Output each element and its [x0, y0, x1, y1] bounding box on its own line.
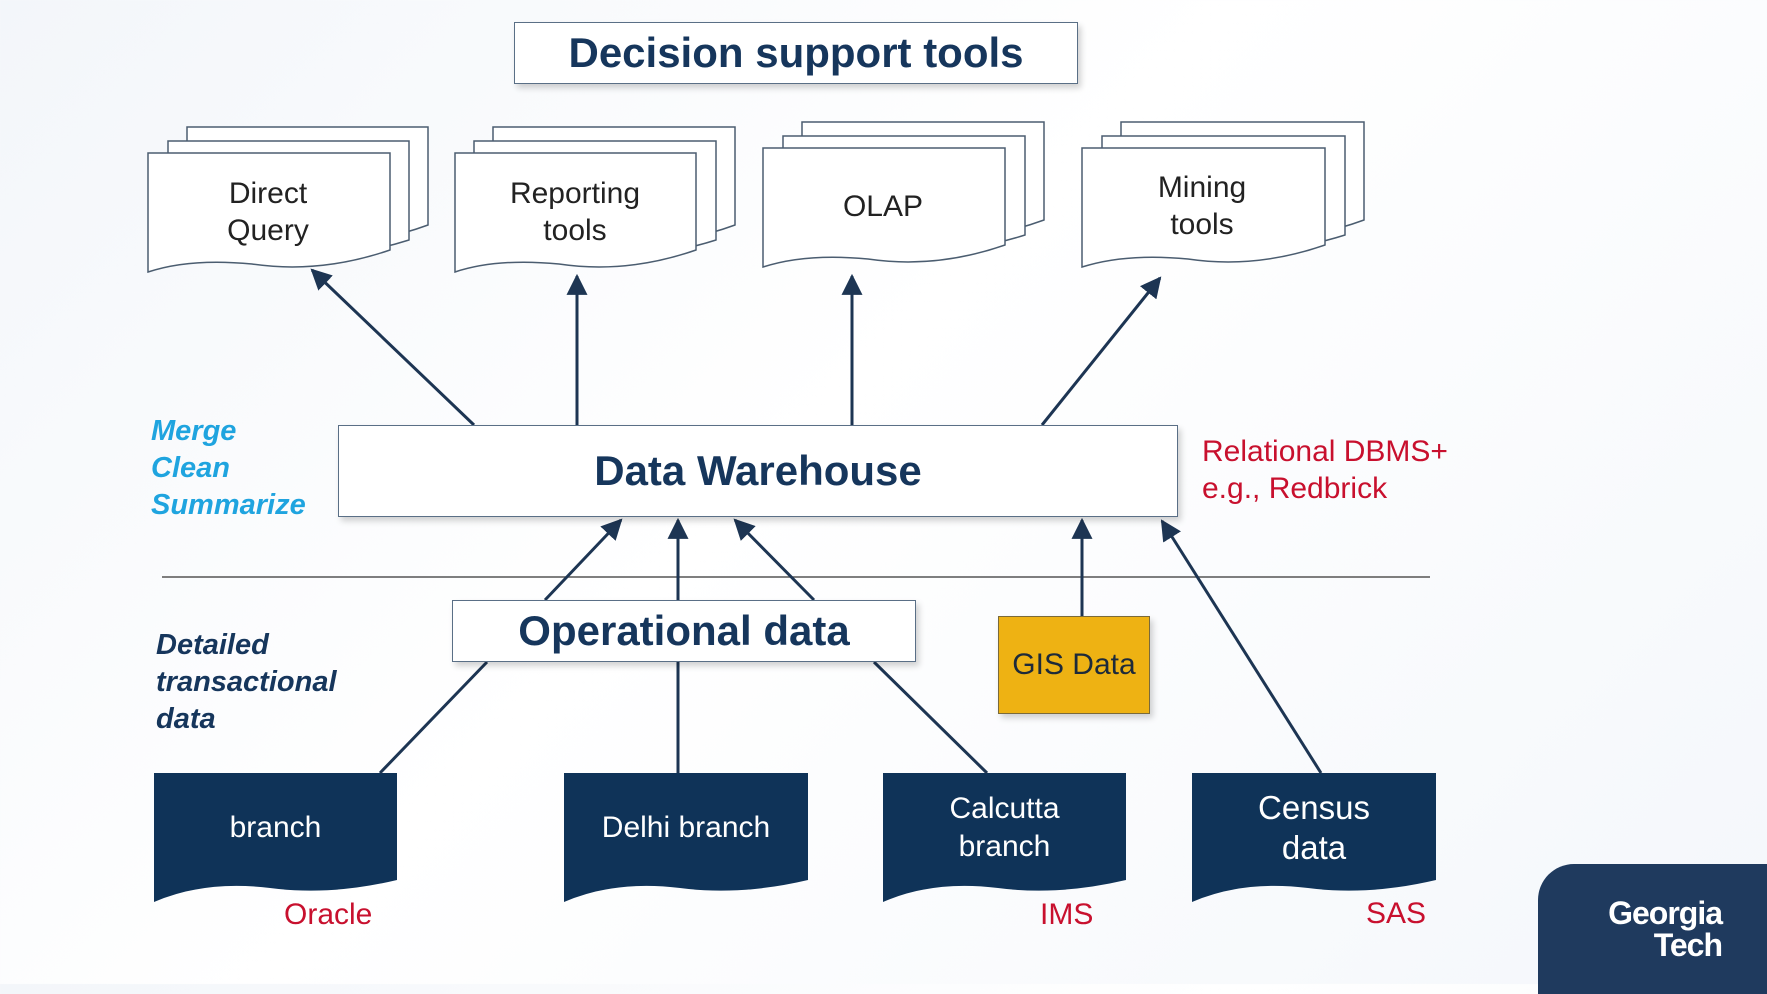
source-label-delhi: Delhi branch	[601, 811, 771, 844]
gis-data-box: GIS Data	[998, 616, 1150, 714]
arrow-to-direct-query	[310, 268, 476, 427]
georgia-tech-logo	[1538, 864, 1767, 994]
decision-support-title: Decision support tools	[514, 22, 1078, 84]
arrows-to-tools	[310, 268, 1162, 427]
tool-stack-mining	[1081, 121, 1365, 269]
source-label-branch: branch	[229, 811, 322, 844]
warehouse-note: Relational DBMS+ e.g., Redbrick	[1202, 435, 1448, 505]
source-label-calcutta: Calcutta branch	[949, 792, 1060, 863]
tool-label-direct-query: Direct Query	[227, 177, 309, 247]
georgia-tech-logo-text: Georgia Tech	[1608, 895, 1723, 963]
tool-stack-direct-query	[147, 126, 429, 274]
source-tag-oracle: Oracle	[284, 898, 373, 931]
line-calcutta	[872, 660, 989, 775]
tool-label-mining: Mining tools	[1157, 171, 1247, 241]
source-label-census: Census data	[1258, 789, 1370, 866]
tool-stack-reporting	[454, 126, 736, 274]
process-steps-note: Merge Clean Summarize	[151, 415, 306, 521]
arrows-to-warehouse	[543, 517, 1323, 774]
lines-to-operational	[378, 660, 989, 775]
source-doc-census	[1192, 773, 1436, 902]
arrow-op-right	[733, 518, 816, 602]
source-doc-delhi	[564, 773, 808, 902]
operational-data-box: Operational data	[452, 600, 916, 662]
source-tag-ims: IMS	[1040, 898, 1094, 931]
source-doc-calcutta	[883, 773, 1126, 902]
arrow-to-mining	[1040, 276, 1162, 426]
source-tag-sas: SAS	[1366, 897, 1427, 930]
tool-label-olap: OLAP	[842, 189, 924, 223]
data-warehouse-box: Data Warehouse	[338, 425, 1178, 517]
source-doc-shapes	[154, 773, 1436, 902]
tool-label-reporting: Reporting tools	[509, 177, 641, 247]
arrow-op-left	[543, 518, 623, 602]
arrow-census	[1160, 519, 1323, 774]
tool-stack-olap	[762, 121, 1045, 269]
source-doc-branch	[154, 773, 397, 902]
line-branch	[378, 660, 489, 775]
operational-note: Detailed transactional data	[156, 629, 337, 735]
